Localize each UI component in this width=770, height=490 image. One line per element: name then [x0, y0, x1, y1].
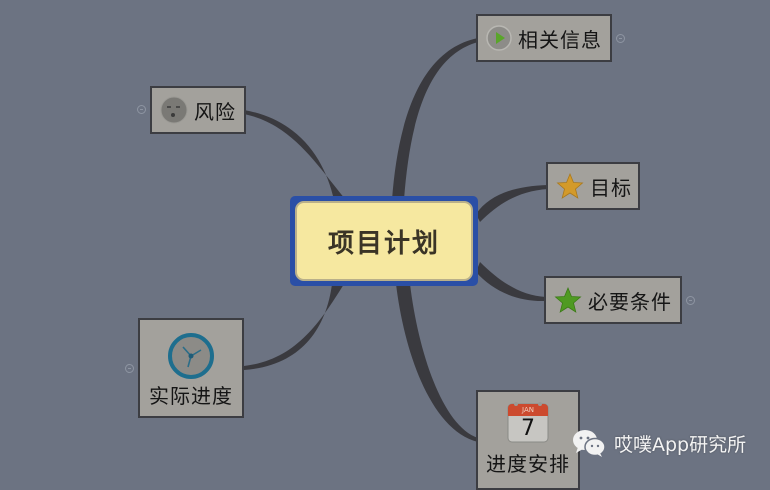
node-label: 相关信息 [518, 27, 602, 52]
node-goal[interactable]: 目标 [546, 162, 640, 210]
central-topic-label: 项目计划 [295, 201, 473, 281]
star-green-icon [554, 286, 582, 314]
play-icon [486, 25, 512, 51]
node-label: 目标 [590, 175, 632, 200]
calendar-day: 7 [521, 416, 535, 441]
calendar-month: JAN [522, 406, 534, 414]
node-label: 风险 [194, 99, 236, 124]
collapse-handle[interactable] [137, 105, 146, 114]
smiley-neutral-icon [160, 96, 188, 124]
node-requirements[interactable]: 必要条件 [544, 276, 682, 324]
node-risk[interactable]: 风险 [150, 86, 246, 134]
collapse-handle[interactable] [616, 34, 625, 43]
node-label: 实际进度 [149, 383, 233, 408]
node-label: 进度安排 [486, 452, 570, 476]
collapse-handle[interactable] [125, 364, 134, 373]
watermark: 哎噗App研究所 [572, 428, 746, 458]
node-schedule[interactable]: JAN 7 进度安排 [476, 390, 580, 490]
node-label: 必要条件 [588, 289, 672, 314]
calendar-icon: JAN 7 [504, 400, 552, 444]
collapse-handle[interactable] [686, 296, 695, 305]
central-topic[interactable]: 项目计划 [290, 196, 478, 286]
node-related-info[interactable]: 相关信息 [476, 14, 612, 62]
wechat-icon [572, 428, 606, 458]
star-gold-icon [556, 172, 584, 200]
clock-icon [167, 332, 215, 380]
watermark-text: 哎噗App研究所 [614, 433, 747, 456]
node-actual-progress[interactable]: 实际进度 [138, 318, 244, 418]
